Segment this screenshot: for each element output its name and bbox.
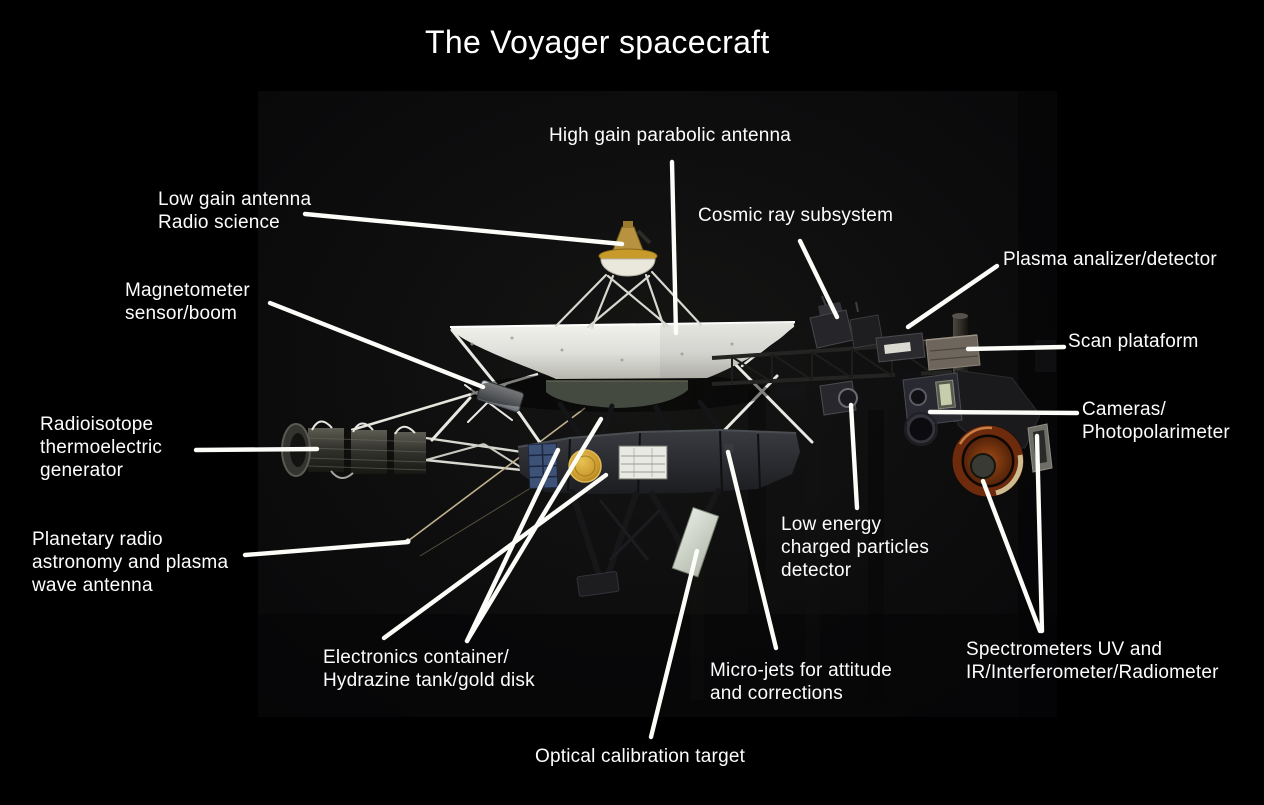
label-spectrometers: Spectrometers UV and IR/Interferometer/R… [966,639,1219,683]
leader-scan-platform [965,344,1067,352]
label-electronics: Electronics container/ Hydrazine tank/go… [323,647,535,691]
thruster-nozzle [724,444,734,452]
leader-plasma [905,263,1000,330]
label-low-energy: Low energy charged particles detector [781,514,930,581]
leader-cosmic-ray [797,238,840,320]
magnetometer-sensor [476,380,525,413]
plasma-instrument [875,332,926,363]
leader-spectrometers-1 [980,478,1043,634]
label-micro-jets: Micro-jets for attitude and corrections [710,660,892,704]
leader-optical-target [648,548,700,740]
lecp-instrument [819,380,858,416]
foot-pad [576,571,620,597]
leader-low-energy [848,402,860,511]
optical-calibration-target [671,506,720,578]
cosmic-ray-instrument [809,295,884,349]
page-title: The Voyager spacecraft [425,24,770,60]
leader-electronics-2 [464,416,604,644]
leader-spectrometers-2 [1034,433,1045,634]
high-gain-dish [449,321,796,379]
label-plasma-analyzer: Plasma analizer/detector [1003,249,1217,270]
leader-electronics-3 [464,447,561,644]
low-gain-antenna [554,221,703,330]
label-magnetometer: Magnetometer sensor/boom [125,280,250,324]
leader-cameras [927,409,1080,416]
leader-micro-jets [725,449,779,651]
leader-electronics-1 [381,472,609,641]
leader-planetary-radio [242,539,411,558]
label-high-gain-antenna: High gain parabolic antenna [549,125,792,146]
label-optical-target: Optical calibration target [535,746,746,767]
label-cameras: Cameras/ Photopolarimeter [1082,399,1230,443]
leader-lines [193,159,1080,740]
leader-rtg [193,446,320,453]
electronics-panel [618,445,668,480]
leader-magnetometer [267,300,486,390]
label-scan-platform: Scan plataform [1068,331,1199,352]
leader-high-gain [669,159,679,336]
label-cosmic-ray: Cosmic ray subsystem [698,205,894,226]
label-low-gain-antenna: Low gain antenna Radio science [158,189,312,233]
label-rtg: Radioisotope thermoelectric generator [40,414,163,481]
antenna-drum [470,372,770,412]
iris-spectrometer [952,425,1024,497]
leader-low-gain [302,211,625,247]
label-planetary-radio: Planetary radio astronomy and plasma wav… [32,529,229,596]
